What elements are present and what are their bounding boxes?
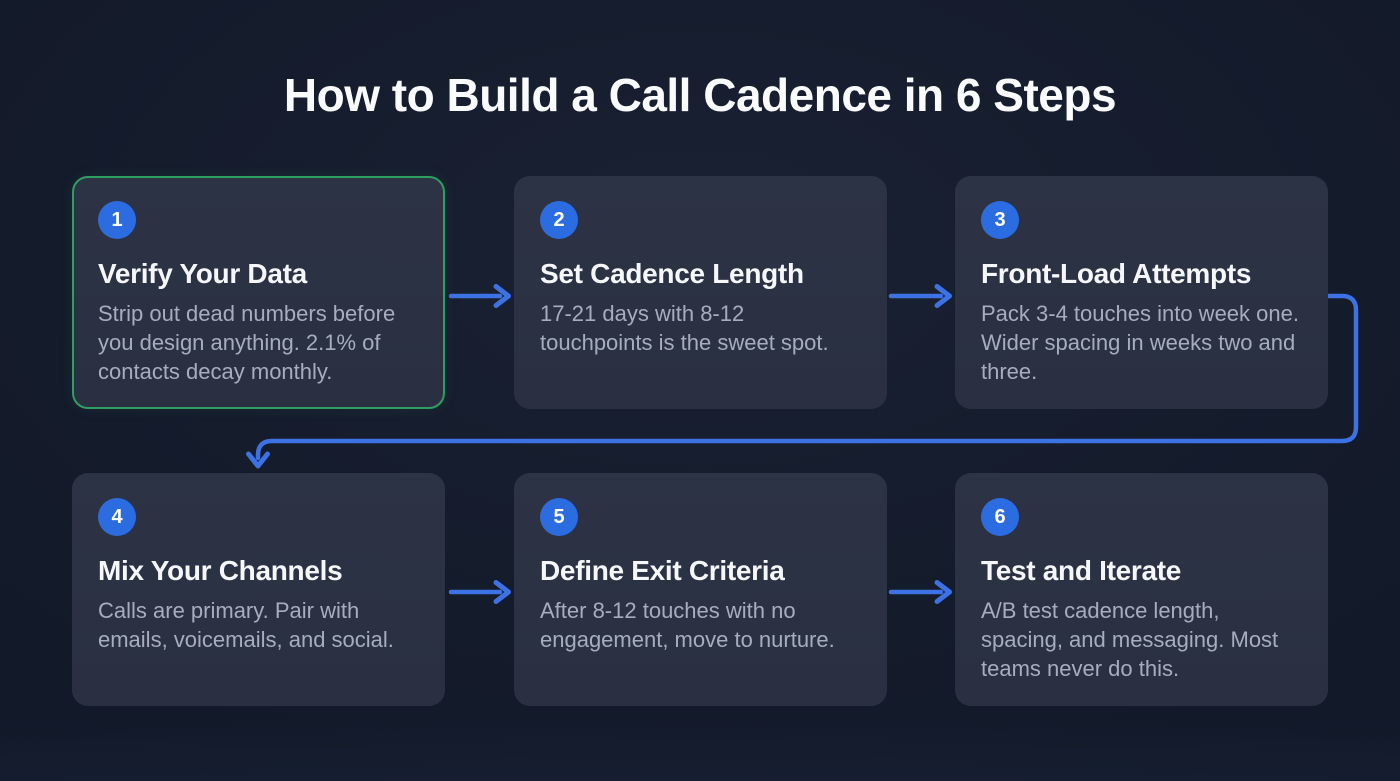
arrow-step5-step6 (888, 580, 952, 604)
step-title: Verify Your Data (98, 258, 307, 289)
step-number-badge: 4 (98, 498, 136, 536)
step-number-badge: 1 (98, 201, 136, 239)
step-title: Test and Iterate (981, 555, 1182, 586)
step-description: A/B test cadence length, spacing, and me… (981, 598, 1279, 681)
step-card-2: 2 Set Cadence Length 17-21 days with 8-1… (514, 176, 887, 409)
step-title: Define Exit Criteria (540, 555, 785, 586)
step-number-badge: 6 (981, 498, 1019, 536)
step-number-badge: 5 (540, 498, 578, 536)
page-title: How to Build a Call Cadence in 6 Steps (283, 69, 1117, 121)
step-card-5: 5 Define Exit Criteria After 8-12 touche… (514, 473, 887, 706)
step-number-badge: 3 (981, 201, 1019, 239)
step-description: After 8-12 touches with no engagement, m… (540, 598, 835, 652)
step-description: Calls are primary. Pair with emails, voi… (98, 598, 394, 652)
arrow-step4-step5 (448, 580, 511, 604)
step-title: Front-Load Attempts (981, 258, 1252, 289)
step-card-3: 3 Front-Load Attempts Pack 3-4 touches i… (955, 176, 1328, 409)
step-title: Set Cadence Length (540, 258, 804, 289)
step-card-4: 4 Mix Your Channels Calls are primary. P… (72, 473, 445, 706)
step-card-6: 6 Test and Iterate A/B test cadence leng… (955, 473, 1328, 706)
arrow-step2-step3 (888, 284, 952, 308)
step-title: Mix Your Channels (98, 555, 343, 586)
step-number-badge: 2 (540, 201, 578, 239)
step-description: Pack 3-4 touches into week one. Wider sp… (981, 301, 1299, 384)
step-card-1: 1 Verify Your Data Strip out dead number… (72, 176, 445, 409)
step-description: 17-21 days with 8-12 touchpoints is the … (540, 301, 829, 355)
arrow-step1-step2 (448, 284, 511, 308)
step-description: Strip out dead numbers before you design… (98, 301, 396, 384)
